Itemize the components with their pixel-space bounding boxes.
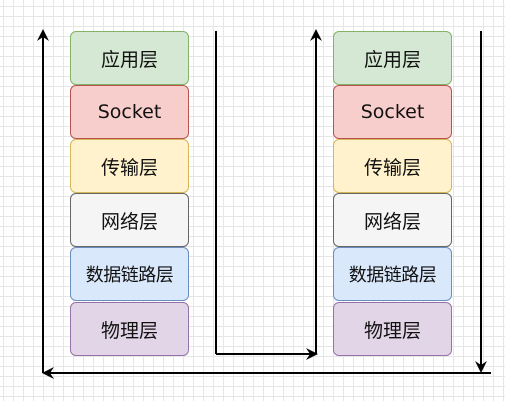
layer-application: 应用层 — [333, 31, 452, 85]
layer-data-link: 数据链路层 — [70, 247, 189, 301]
layer-physical: 物理层 — [70, 302, 189, 356]
layer-physical: 物理层 — [333, 302, 452, 356]
layer-socket: Socket — [70, 85, 189, 139]
layer-socket: Socket — [333, 85, 452, 139]
layer-network: 网络层 — [333, 193, 452, 247]
layer-transport: 传输层 — [70, 139, 189, 193]
layer-network: 网络层 — [70, 193, 189, 247]
layer-transport: 传输层 — [333, 139, 452, 193]
layer-application: 应用层 — [70, 31, 189, 85]
layer-data-link: 数据链路层 — [333, 247, 452, 301]
